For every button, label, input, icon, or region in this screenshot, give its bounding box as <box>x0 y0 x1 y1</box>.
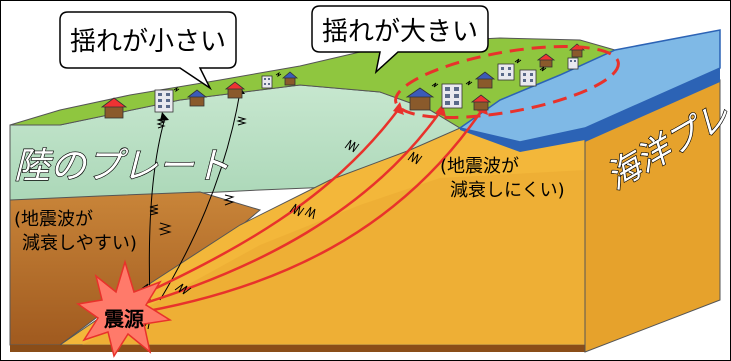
strong-wave-path-3 <box>124 109 484 317</box>
seismic-wave-icon <box>149 204 159 216</box>
seismic-wave-icon <box>407 151 423 165</box>
strong-shaking-highlight <box>394 45 620 119</box>
seismic-wave-icon <box>289 203 305 217</box>
front-bottom-edge <box>10 345 585 352</box>
callout-shaking-small: 揺れが小さい <box>59 11 237 91</box>
strong-wave-paths <box>119 109 484 317</box>
seismic-wave-icon <box>174 283 192 295</box>
building-icon <box>567 57 579 70</box>
shake-mark <box>539 66 547 72</box>
arrowhead-strong-1 <box>393 102 404 115</box>
building-icon <box>519 69 537 87</box>
callout-shaking-large-text: 揺れが大きい <box>322 17 478 47</box>
house-icon <box>186 89 208 107</box>
attenuates-hardly-line1: (地震波が <box>440 156 519 177</box>
shake-mark <box>465 80 473 86</box>
building-icon <box>497 63 515 81</box>
attenuates-easily-line1: (地震波が <box>14 209 93 230</box>
epicenter-burst-icon: 震源 <box>76 259 173 358</box>
sea-front-edge <box>460 128 585 152</box>
shake-mark <box>514 58 522 64</box>
building-icon <box>261 75 273 89</box>
seismic-wave-icon <box>236 116 247 126</box>
seismic-wave-icon <box>344 139 360 153</box>
ocean-plate-lower-band <box>70 170 585 352</box>
house-icon <box>405 87 435 111</box>
building-icon <box>154 89 174 113</box>
shake-mark <box>431 82 439 88</box>
ocean-plate-side-top <box>585 68 720 142</box>
house-icon <box>281 71 299 86</box>
epicenter-label: 震源 <box>104 307 144 331</box>
shake-marks <box>173 58 547 93</box>
land-plate-label: 陸のプレート <box>14 146 230 187</box>
seismic-wave-icon <box>223 194 235 206</box>
weak-wave-path-1 <box>148 117 166 301</box>
left-settlement <box>100 71 299 119</box>
house-icon <box>536 53 556 68</box>
attenuates-hardly-line2: 減衰しにくい) <box>450 180 565 201</box>
shake-mark <box>173 86 180 93</box>
house-icon <box>474 71 496 89</box>
building-icon <box>441 83 463 109</box>
seismic-wave-icon <box>158 222 172 236</box>
strong-wave-path-1 <box>119 109 399 307</box>
seismic-wave-icon <box>304 206 316 220</box>
house-icon <box>100 97 128 119</box>
seismic-wave-icon <box>156 117 166 129</box>
callout-shaking-small-text: 揺れが小さい <box>70 27 226 57</box>
right-settlement <box>405 43 586 111</box>
house-icon <box>224 81 246 99</box>
house-icon <box>470 94 492 111</box>
callout-shaking-large: 揺れが大きい <box>311 5 489 75</box>
attenuates-easily-line2: 減衰しやすい) <box>22 233 137 254</box>
shake-mark <box>275 71 282 78</box>
strong-wave-path-2 <box>121 111 442 312</box>
